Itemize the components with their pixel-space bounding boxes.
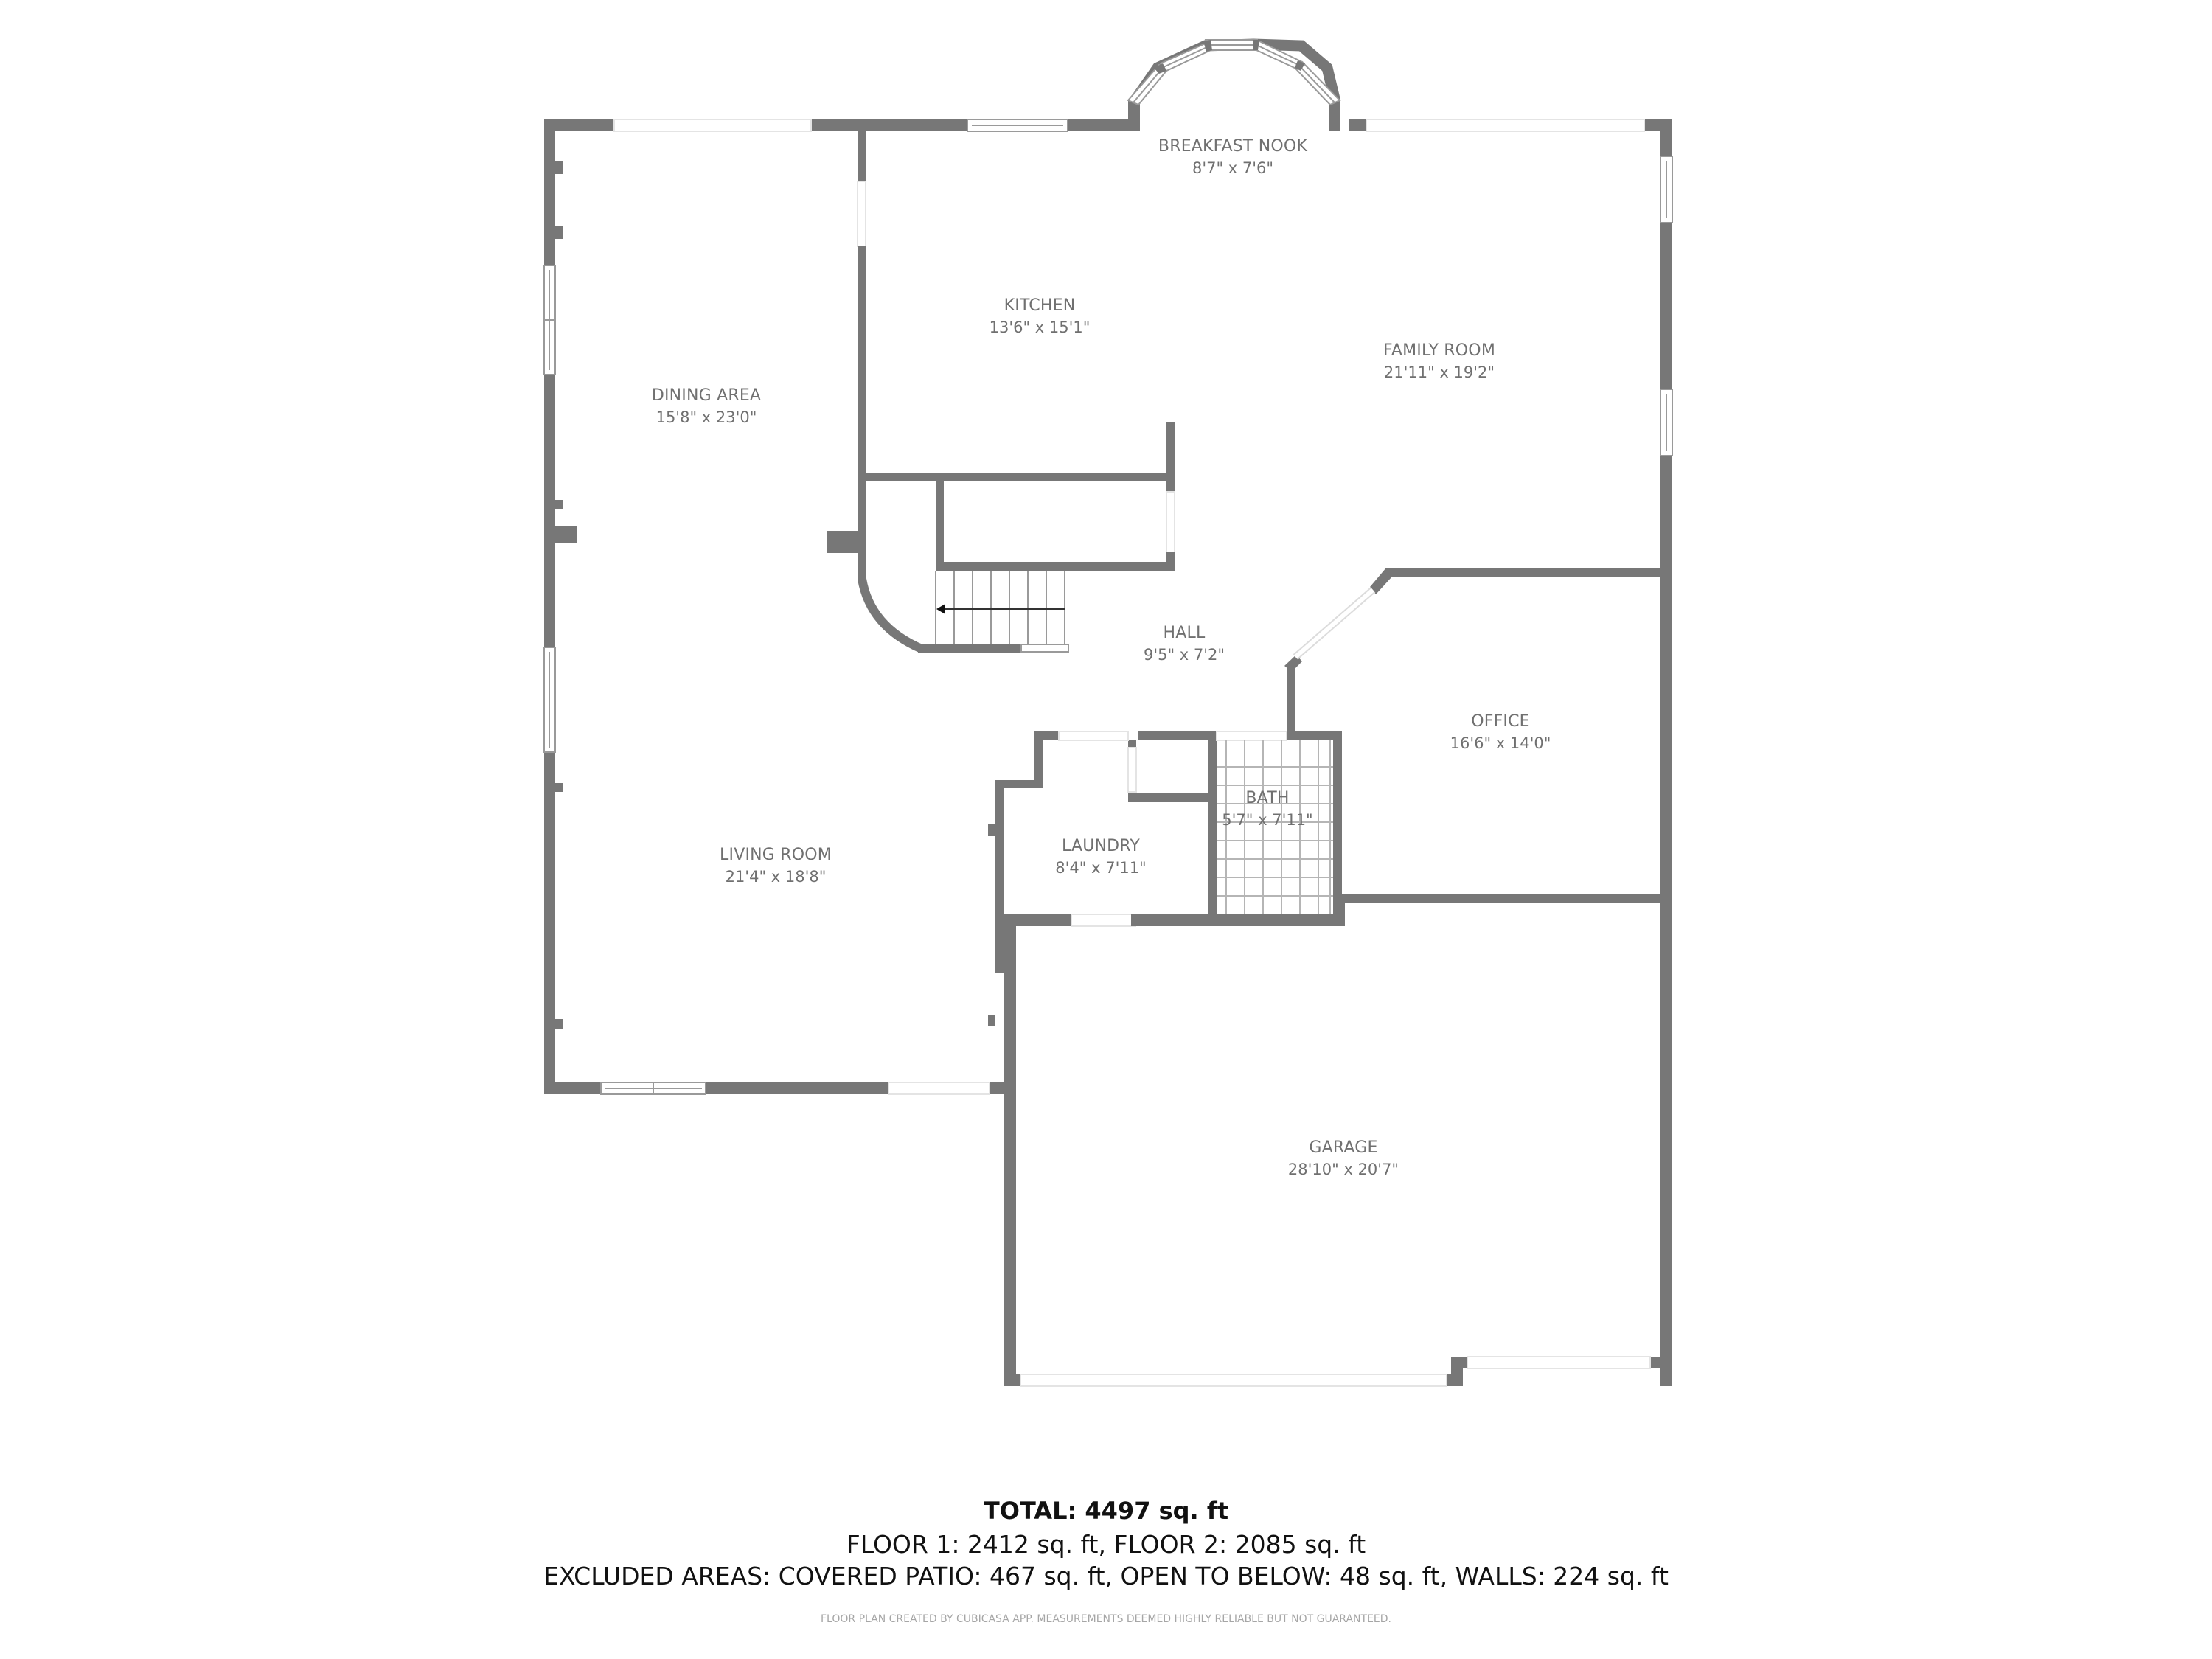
room-dimensions: 28'10" x 20'7": [1287, 1160, 1399, 1178]
room-name: BATH: [1245, 789, 1290, 807]
excluded-areas: EXCLUDED AREAS: COVERED PATIO: 467 sq. f…: [543, 1562, 1669, 1590]
staircase: [935, 571, 1065, 644]
room-dimensions: 13'6" x 15'1": [989, 318, 1091, 336]
room-name: KITCHEN: [1004, 296, 1076, 315]
total-area: TOTAL: 4497 sq. ft: [983, 1497, 1229, 1525]
room-label-bath: BATH 5'7" x 7'11": [1222, 787, 1312, 830]
room-name: DINING AREA: [651, 386, 762, 405]
room-dimensions: 8'4" x 7'11": [1055, 858, 1147, 877]
room-dimensions: 9'5" x 7'2": [1143, 645, 1225, 664]
room-label-kitchen: KITCHEN 13'6" x 15'1": [990, 295, 1091, 338]
room-dimensions: 16'6" x 14'0": [1450, 734, 1551, 752]
room-name: LIVING ROOM: [720, 846, 832, 864]
room-label-hall: HALL 9'5" x 7'2": [1144, 622, 1225, 665]
bay-window: [1127, 38, 1341, 131]
bath-tile-grid: [1217, 740, 1333, 914]
room-label-office: OFFICE 16'6" x 14'0": [1450, 711, 1551, 754]
room-label-laundry: LAUNDRY 8'4" x 7'11": [1055, 835, 1146, 878]
room-label-living-room: LIVING ROOM 21'4" x 18'8": [720, 844, 832, 887]
room-dimensions: 8'7" x 7'6": [1192, 159, 1274, 177]
room-dimensions: 5'7" x 7'11": [1222, 810, 1313, 829]
stair-direction-arrow-icon: [936, 604, 945, 614]
disclaimer: FLOOR PLAN CREATED BY CUBICASA APP. MEAS…: [821, 1613, 1391, 1625]
interior-walls: [827, 131, 1672, 1026]
room-name: HALL: [1163, 624, 1206, 642]
room-name: BREAKFAST NOOK: [1158, 137, 1308, 156]
room-dimensions: 21'11" x 19'2": [1383, 363, 1495, 381]
room-label-breakfast-nook: BREAKFAST NOOK 8'7" x 7'6": [1158, 136, 1307, 178]
room-label-garage: GARAGE 28'10" x 20'7": [1288, 1137, 1399, 1180]
room-name: GARAGE: [1309, 1138, 1378, 1157]
room-dimensions: 21'4" x 18'8": [725, 867, 827, 886]
room-label-family-room: FAMILY ROOM 21'11" x 19'2": [1383, 340, 1495, 383]
room-name: LAUNDRY: [1061, 837, 1141, 855]
room-dimensions: 15'8" x 23'0": [655, 408, 757, 426]
room-label-dining-area: DINING AREA 15'8" x 23'0": [652, 385, 761, 428]
windows: [543, 119, 1673, 1387]
room-name: OFFICE: [1471, 712, 1530, 731]
room-name: FAMILY ROOM: [1382, 341, 1496, 360]
floor-areas: FLOOR 1: 2412 sq. ft, FLOOR 2: 2085 sq. …: [846, 1530, 1366, 1559]
